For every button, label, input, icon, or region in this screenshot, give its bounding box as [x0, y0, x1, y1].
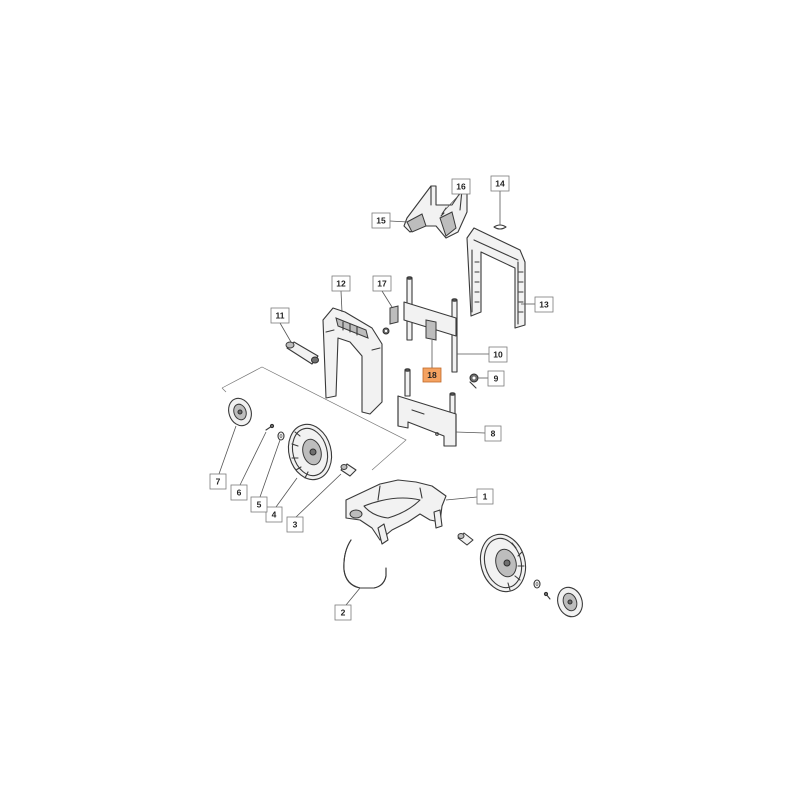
callout-16[interactable]: 16 [451, 178, 471, 195]
callout-label-16: 16 [456, 182, 466, 192]
callout-label-8: 8 [491, 429, 496, 439]
callout-18[interactable]: 18 [422, 367, 442, 383]
part-15-top-bracket [403, 185, 468, 239]
part-3-spacer-right [457, 532, 474, 546]
callout-2[interactable]: 2 [334, 604, 352, 621]
part-1-chassis [345, 479, 447, 545]
callout-14[interactable]: 14 [490, 175, 510, 192]
part-6-pin [265, 423, 275, 431]
callout-15[interactable]: 15 [371, 212, 391, 229]
part-2-stand [343, 539, 387, 589]
callout-label-13: 13 [539, 300, 549, 310]
callout-label-5: 5 [257, 500, 262, 510]
part-5-washer-right [533, 579, 541, 589]
part-14-clip [493, 224, 507, 230]
callout-9[interactable]: 9 [487, 370, 505, 387]
callout-11[interactable]: 11 [270, 307, 290, 324]
callout-label-1: 1 [483, 492, 488, 502]
callout-label-18: 18 [427, 370, 437, 380]
callout-3[interactable]: 3 [286, 516, 304, 533]
part-13-handle-frame [466, 227, 526, 329]
callout-label-11: 11 [276, 311, 285, 321]
part-8-base-bracket [397, 395, 457, 447]
callout-5[interactable]: 5 [250, 496, 268, 513]
callout-label-17: 17 [377, 279, 387, 289]
callout-label-4: 4 [272, 510, 277, 520]
callout-7[interactable]: 7 [209, 473, 227, 490]
part-4-wheel-right [479, 533, 527, 593]
callout-label-9: 9 [494, 374, 499, 384]
part-10-upper-frame [403, 276, 458, 373]
part-washer-bolt [382, 327, 390, 335]
callout-label-15: 15 [376, 216, 386, 226]
part-11-roller-grip [285, 341, 319, 365]
part-17-plate [389, 305, 399, 325]
callout-label-6: 6 [237, 488, 242, 498]
part-7-hubcap-right [557, 586, 583, 618]
part-3-spacer [340, 463, 357, 477]
callout-label-10: 10 [493, 350, 503, 360]
part-9-nut [469, 373, 479, 389]
assembly-guide-frame [221, 366, 407, 471]
callout-label-12: 12 [336, 279, 346, 289]
callout-8[interactable]: 8 [484, 425, 502, 442]
callout-label-3: 3 [293, 520, 298, 530]
callout-6[interactable]: 6 [230, 484, 248, 501]
callout-label-7: 7 [216, 477, 221, 487]
callout-4[interactable]: 4 [265, 506, 283, 523]
callout-17[interactable]: 17 [372, 275, 392, 292]
part-4-wheel-left [287, 423, 333, 481]
callout-10[interactable]: 10 [488, 346, 508, 363]
callout-12[interactable]: 12 [331, 275, 351, 292]
part-6-pin-right [543, 591, 551, 600]
part-7-hubcap-left [228, 397, 252, 427]
callout-label-14: 14 [495, 179, 505, 189]
part-12-handle-grip [322, 307, 383, 415]
leader-lines [218, 191, 535, 606]
callout-13[interactable]: 13 [534, 296, 554, 313]
callout-1[interactable]: 1 [476, 488, 494, 505]
callout-label-2: 2 [341, 608, 346, 618]
part-5-washer [277, 431, 285, 441]
